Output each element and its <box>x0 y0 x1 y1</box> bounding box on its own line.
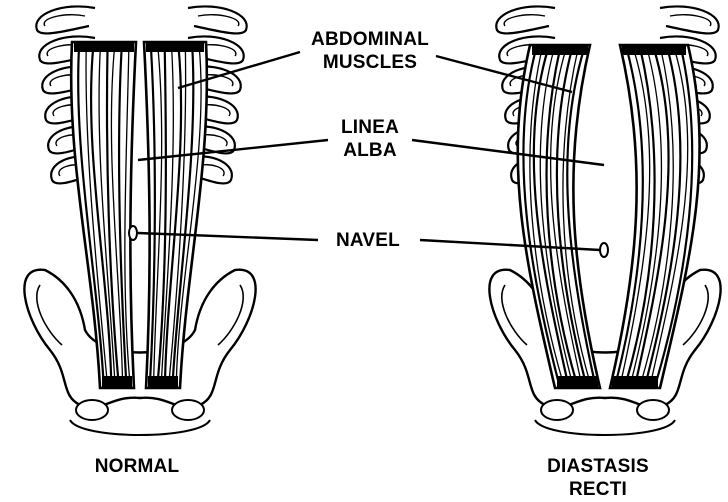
hip-socket <box>637 400 669 420</box>
diastasis-torso-figure <box>489 6 720 435</box>
muscle-tendon-top <box>146 42 204 52</box>
pelvis-outline <box>24 270 255 408</box>
label-linea-line1: LINEA <box>325 116 415 139</box>
label-abdominal-muscles: ABDOMINAL MUSCLES <box>300 28 440 74</box>
muscle-tendon-top <box>622 45 686 55</box>
rib-outline <box>188 6 247 33</box>
pelvis-outline <box>489 270 720 408</box>
label-diastasis-line1: DIASTASIS <box>530 455 666 478</box>
label-navel: NAVEL <box>322 229 414 252</box>
label-linea-alba: LINEA ALBA <box>325 116 415 162</box>
navel-mark-shape <box>129 226 137 240</box>
label-diastasis-line2: RECTI <box>530 478 666 501</box>
navel-mark <box>600 243 608 257</box>
normal-torso-figure <box>24 6 255 435</box>
pelvis <box>24 270 255 435</box>
hip-socket <box>541 400 573 420</box>
muscle-tendon-bottom <box>557 376 598 388</box>
muscle-tendon-bottom <box>102 376 132 388</box>
hip-socket <box>76 400 108 420</box>
pelvis-base <box>70 420 210 435</box>
label-normal: NORMAL <box>72 455 202 478</box>
label-diastasis-recti: DIASTASIS RECTI <box>530 455 666 501</box>
muscle-tendon-top <box>532 45 588 55</box>
muscle-tendon-bottom <box>612 376 658 388</box>
muscle-tendon-bottom <box>148 376 178 388</box>
navel-mark-shape <box>600 243 608 257</box>
rib-outline <box>496 6 555 33</box>
pelvis <box>489 270 720 435</box>
muscle-tendon-top <box>74 42 134 52</box>
label-abdominal-line2: MUSCLES <box>300 51 440 74</box>
label-abdominal-line1: ABDOMINAL <box>300 28 440 51</box>
pelvis-base <box>535 420 675 435</box>
rib-outline <box>660 6 719 33</box>
rib-outline <box>36 6 95 33</box>
navel-mark <box>129 226 137 240</box>
hip-socket <box>172 400 204 420</box>
label-linea-line2: ALBA <box>325 139 415 162</box>
